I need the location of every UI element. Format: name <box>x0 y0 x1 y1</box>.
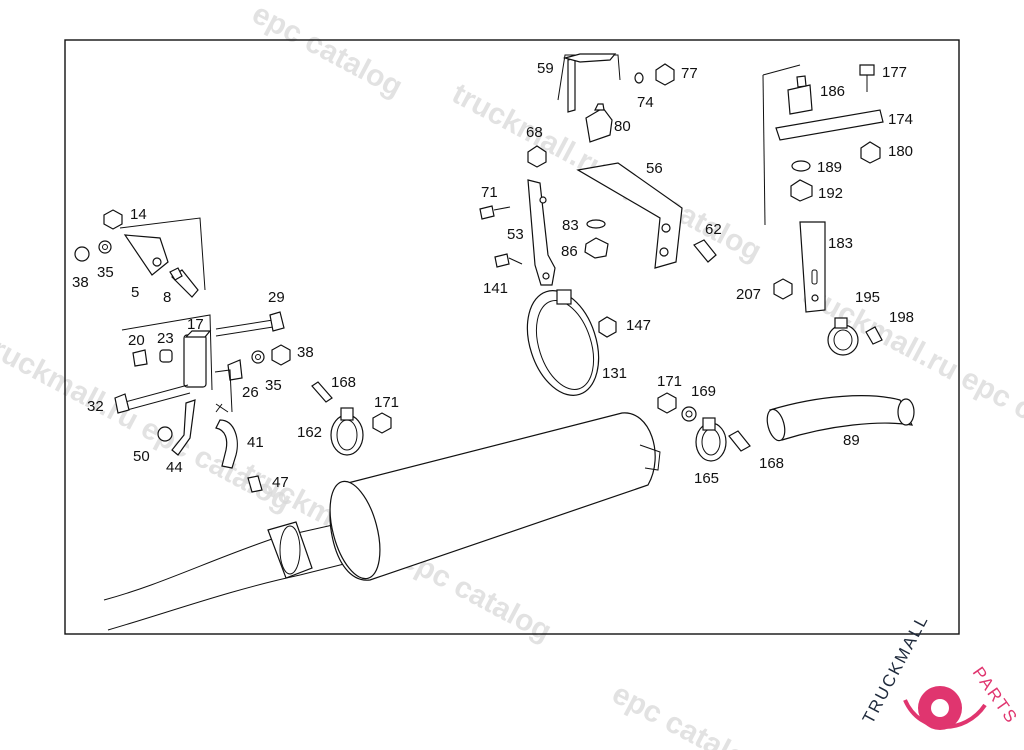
label-62: 62 <box>705 221 722 238</box>
label-174: 174 <box>888 111 913 128</box>
label-8: 8 <box>163 289 171 306</box>
label-83: 83 <box>562 217 579 234</box>
label-38b: 38 <box>297 344 314 361</box>
tail-pipe <box>766 395 915 442</box>
label-38a: 38 <box>72 274 89 291</box>
label-147: 147 <box>626 317 651 334</box>
label-131: 131 <box>602 365 627 382</box>
label-53: 53 <box>507 226 524 243</box>
label-17: 17 <box>187 316 204 333</box>
muffler <box>329 412 661 581</box>
watermark-6: epc catalog <box>607 677 768 750</box>
bracket-56 <box>576 162 717 269</box>
label-71: 71 <box>481 184 498 201</box>
watermark-1: epc catalog <box>247 0 408 104</box>
label-35b: 35 <box>265 377 282 394</box>
label-20: 20 <box>128 332 145 349</box>
label-189: 189 <box>817 159 842 176</box>
diagram-frame <box>64 39 960 635</box>
label-186: 186 <box>820 83 845 100</box>
label-50: 50 <box>133 448 150 465</box>
pipe-clamp <box>267 521 313 579</box>
label-5: 5 <box>131 284 139 301</box>
truckmall-parts-logo: TRUCKMALL PARTS <box>859 611 1022 730</box>
label-195: 195 <box>855 289 880 306</box>
label-74: 74 <box>637 94 654 111</box>
label-177: 177 <box>882 64 907 81</box>
label-59: 59 <box>537 60 554 77</box>
label-35a: 35 <box>97 264 114 281</box>
hanger-assembly <box>114 311 291 493</box>
label-141: 141 <box>483 280 508 297</box>
clamp-162 <box>311 381 392 456</box>
label-86: 86 <box>561 243 578 260</box>
label-23: 23 <box>157 330 174 347</box>
label-168b: 168 <box>759 455 784 472</box>
clamp-165 <box>657 392 751 462</box>
label-198: 198 <box>889 309 914 326</box>
label-56: 56 <box>646 160 663 177</box>
upper-middle-bracket <box>479 53 675 286</box>
label-29: 29 <box>268 289 285 306</box>
label-171a: 171 <box>374 394 399 411</box>
label-183: 183 <box>828 235 853 252</box>
label-165: 165 <box>694 470 719 487</box>
label-80: 80 <box>614 118 631 135</box>
label-47: 47 <box>272 474 289 491</box>
label-32: 32 <box>87 398 104 415</box>
logo-text-suffix: PARTS <box>969 663 1022 727</box>
label-89: 89 <box>843 432 860 449</box>
label-171b: 171 <box>657 373 682 390</box>
label-68: 68 <box>526 124 543 141</box>
label-192: 192 <box>818 185 843 202</box>
clamp-131 <box>526 289 617 396</box>
label-162: 162 <box>297 424 322 441</box>
label-14: 14 <box>130 206 147 223</box>
exhaust-pipe <box>103 519 361 631</box>
logo-gear-hole <box>931 699 949 717</box>
label-169: 169 <box>691 383 716 400</box>
label-44: 44 <box>166 459 183 476</box>
label-77: 77 <box>681 65 698 82</box>
watermark-5: truckmall.ru epc catalog <box>797 277 1024 468</box>
label-180: 180 <box>888 143 913 160</box>
label-168a: 168 <box>331 374 356 391</box>
right-bracket-group <box>762 64 884 356</box>
label-26: 26 <box>242 384 259 401</box>
label-207: 207 <box>736 286 761 303</box>
logo-swoosh <box>903 699 987 729</box>
label-41: 41 <box>247 434 264 451</box>
left-upper-bracket <box>74 209 206 298</box>
part-labels: 14 38 35 5 8 20 23 17 29 38 35 26 32 50 … <box>72 60 914 491</box>
